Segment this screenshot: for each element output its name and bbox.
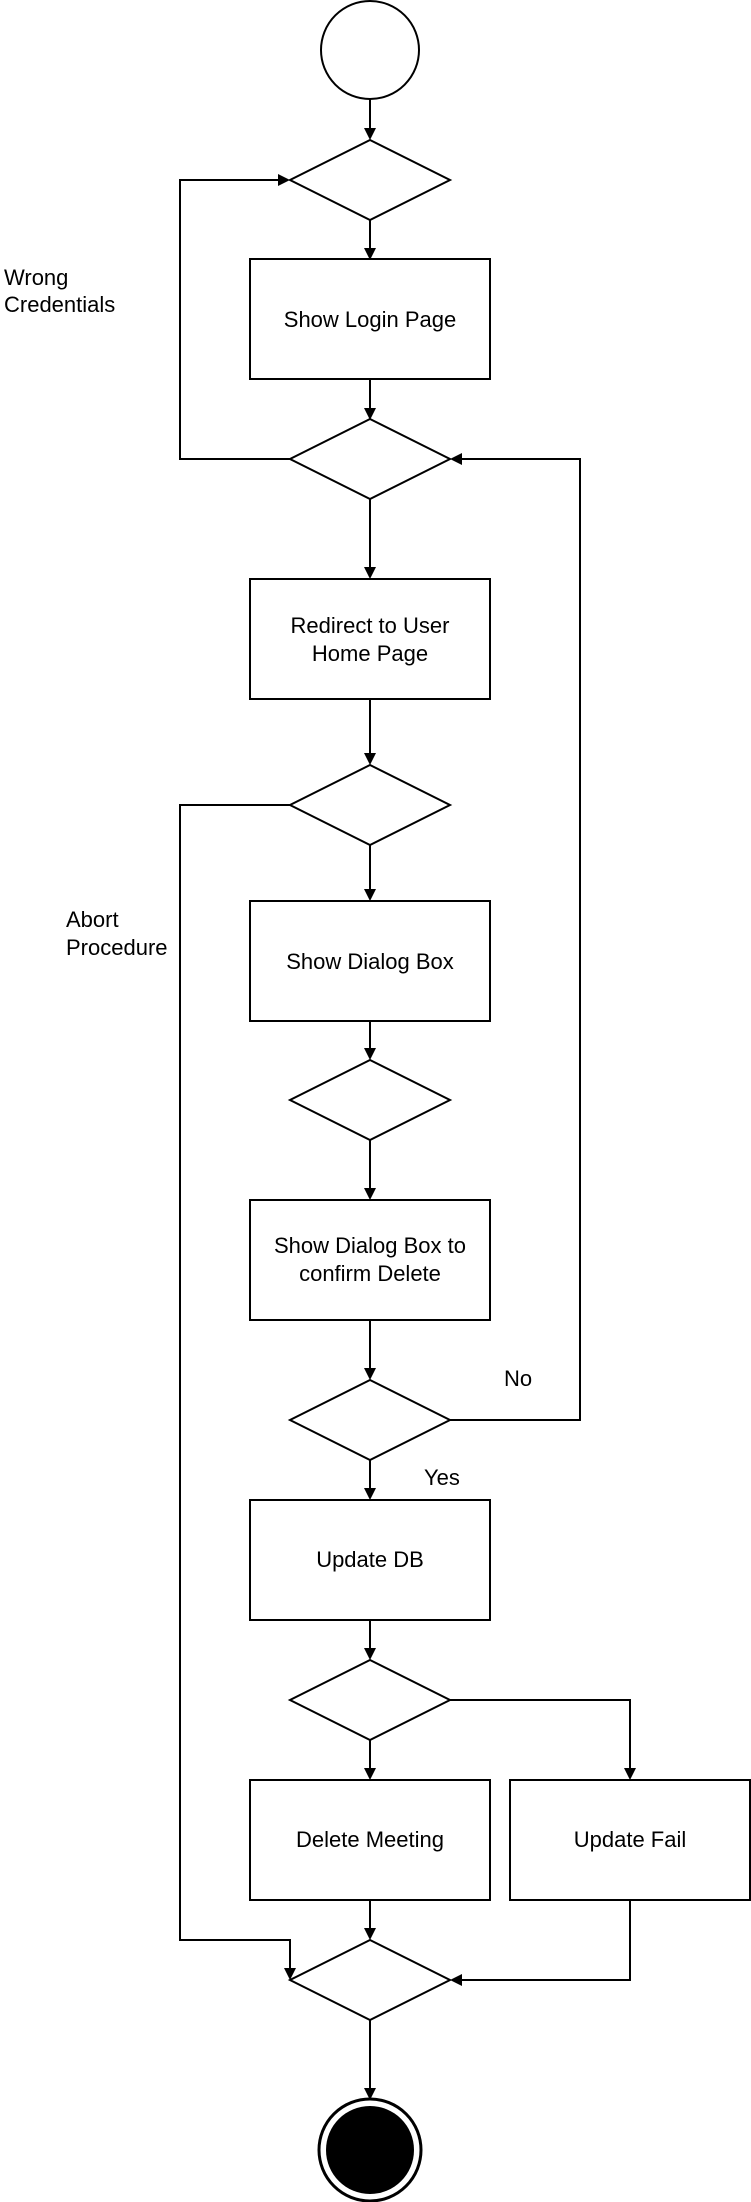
merge-node-final: [287, 1938, 453, 2022]
action-show-login-page: [249, 258, 491, 380]
show-dialog-box-label: Show Dialog Box: [286, 949, 454, 974]
start-node: [320, 0, 420, 100]
edge-decision5-to-updatefail: [450, 1699, 636, 1780]
abort-procedure-label-line1: Abort: [66, 907, 119, 932]
edge-abort-procedure: [179, 804, 296, 1980]
action-update-db: [249, 1499, 491, 1621]
edge-wrong-credentials-loop: [179, 174, 290, 460]
decision-abort: [287, 763, 453, 847]
abort-procedure-label-line2: Procedure: [66, 935, 168, 960]
confirm-delete-label-line2: confirm Delete: [299, 1261, 441, 1286]
update-db-label: Update DB: [316, 1547, 424, 1572]
show-login-page-label: Show Login Page: [284, 307, 456, 332]
action-update-fail: [509, 1779, 751, 1901]
decision-credentials: [287, 417, 453, 501]
wrong-credentials-label-line1: Wrong: [4, 265, 68, 290]
end-node-core: [326, 2106, 414, 2194]
action-redirect-home: [249, 578, 491, 700]
decision-dialog: [287, 1058, 453, 1142]
yes-label: Yes: [424, 1465, 460, 1490]
redirect-home-label-line1: Redirect to User: [291, 613, 450, 638]
no-label: No: [504, 1366, 532, 1391]
decision-confirm-delete: [287, 1378, 453, 1462]
update-fail-label: Update Fail: [574, 1827, 687, 1852]
action-delete-meeting: [249, 1779, 491, 1901]
wrong-credentials-label-line2: Credentials: [4, 292, 115, 317]
edge-updatefail-to-merge: [450, 1900, 631, 1986]
confirm-delete-label-line1: Show Dialog Box to: [274, 1233, 466, 1258]
action-confirm-delete: [249, 1199, 491, 1321]
decision-update-result: [287, 1658, 453, 1742]
action-show-dialog-box: [249, 900, 491, 1022]
delete-meeting-label: Delete Meeting: [296, 1827, 444, 1852]
edge-no-loop: [450, 453, 581, 1421]
merge-node-login: [287, 138, 453, 222]
redirect-home-label-line2: Home Page: [312, 641, 428, 666]
